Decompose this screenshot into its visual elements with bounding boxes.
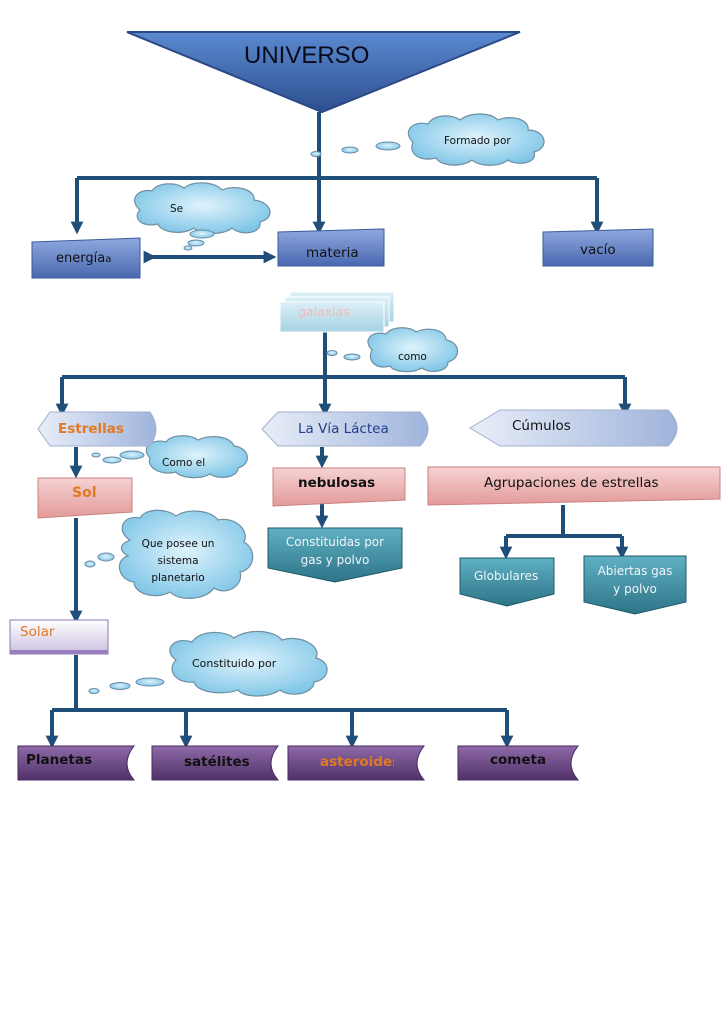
node-galaxias <box>279 291 395 333</box>
node-asteroides <box>287 745 426 781</box>
materia-label: materia <box>306 245 359 261</box>
satelites-label: satélites <box>184 754 250 770</box>
node-satelites <box>151 745 280 781</box>
node-abiertas <box>583 555 687 615</box>
node-globulares <box>459 557 555 607</box>
constituidas-line-2: gas y polvo <box>300 553 370 567</box>
cloud-como-el <box>91 435 248 479</box>
vacio-label: vacío <box>580 242 616 258</box>
energia-label: energíaa <box>56 251 111 266</box>
que-posee-line-3: planetario <box>151 572 205 584</box>
planetas-label: Planetas <box>26 752 92 768</box>
cloud-formado-por <box>310 113 545 166</box>
title-banner <box>126 31 521 114</box>
galaxias-label: galaxias <box>298 304 350 319</box>
cloud-label-como: como <box>398 351 427 363</box>
title-text: UNIVERSO <box>244 42 370 69</box>
cometa-label: cometa <box>490 752 547 768</box>
cloud-label-que-posee: Que posee un sistema planetario <box>136 536 220 587</box>
node-nebulosas <box>272 467 406 507</box>
abiertas-line-1: Abiertas gas <box>597 564 673 578</box>
connectors <box>45 112 632 749</box>
que-posee-line-2: sistema <box>157 555 199 567</box>
node-via-lactea <box>261 411 429 447</box>
via-lactea-label: La Vía Láctea <box>298 421 389 437</box>
cloud-que-posee <box>84 509 254 599</box>
abiertas-label: Abiertas gas y polvo <box>584 562 686 598</box>
energia-suffix: a <box>105 254 112 265</box>
abiertas-line-2: y polvo <box>613 582 657 596</box>
cumulos-label: Cúmulos <box>512 418 571 434</box>
node-constituidas <box>267 527 403 583</box>
cloud-label-se: Se <box>170 203 184 215</box>
node-materia <box>277 228 385 267</box>
que-posee-line-1: Que posee un <box>141 538 215 550</box>
node-vacio <box>542 228 654 267</box>
node-sol <box>37 477 133 519</box>
agrupaciones-label: Agrupaciones de estrellas <box>484 475 659 491</box>
node-planetas <box>17 745 136 781</box>
cloud-label-como-el: Como el <box>162 457 206 469</box>
nebulosas-label: nebulosas <box>298 475 376 491</box>
cloud-constituido-por <box>88 630 328 697</box>
solar-label: Solar <box>20 624 55 640</box>
constituidas-line-1: Constituidas por <box>285 535 385 549</box>
globulares-label: Globulares <box>474 569 539 583</box>
node-solar <box>9 619 109 655</box>
node-cometa <box>457 745 580 781</box>
node-estrellas <box>37 411 157 447</box>
estrellas-label: Estrellas <box>58 421 124 437</box>
cloud-como <box>326 327 459 373</box>
node-cumulos <box>469 409 678 447</box>
cloud-label-constituido-por: Constituido por <box>192 657 277 670</box>
asteroides-label: asteroides <box>320 754 394 770</box>
node-agrupaciones <box>427 466 721 506</box>
node-energia <box>31 237 141 279</box>
sol-label: Sol <box>72 485 97 501</box>
energia-main: energía <box>56 251 106 266</box>
cloud-se <box>134 182 271 251</box>
constituidas-label: Constituidas por gas y polvo <box>268 533 402 569</box>
cloud-label-formado-por: Formado por <box>444 135 511 147</box>
